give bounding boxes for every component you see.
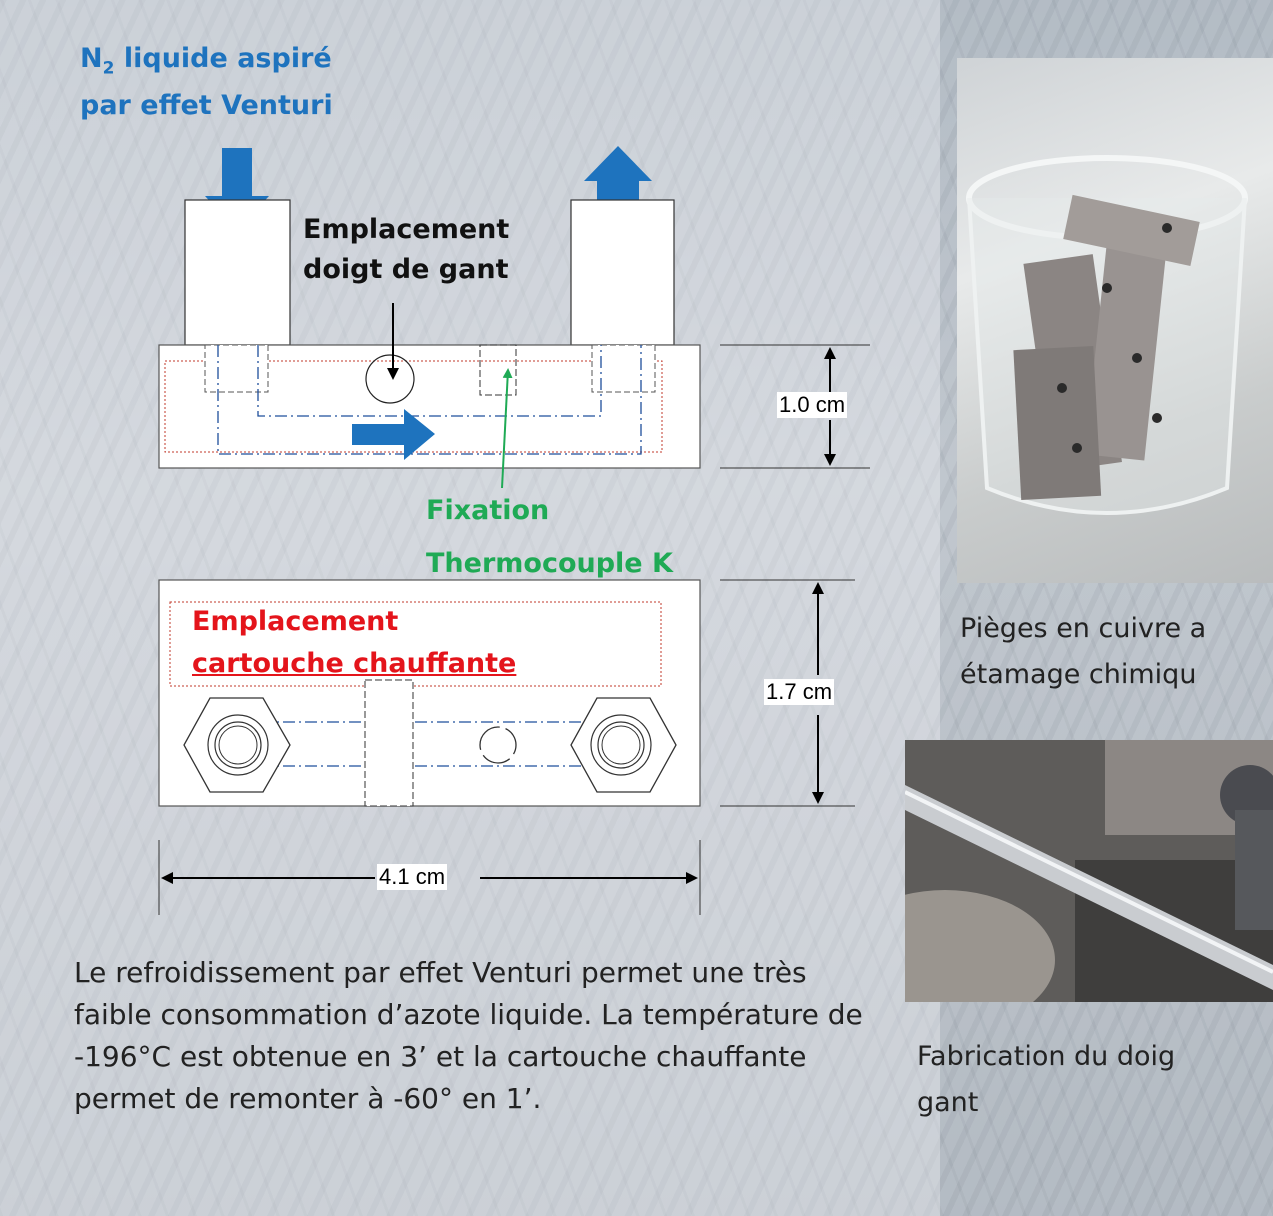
caption-thermowell-fabrication: Fabrication du doig gant [917,1041,1176,1118]
flow-arrow [352,409,435,460]
photo-thermowell-fabrication [905,740,1273,1002]
label-thermocouple-fixing: Fixation Thermocouple K [426,495,673,579]
photo-copper-traps [957,58,1273,583]
dimension-height-top: 1.0 cm [777,392,848,418]
channel-path [217,345,642,455]
hex-nut-right [570,697,677,793]
title-venturi: N2 liquide aspiré par effet Venturi [80,43,333,122]
heater-outline-bottom [169,601,662,687]
label-thermowell-location: Emplacement doigt de gant [303,214,510,285]
description-paragraph: Le refroidissement par effet Venturi per… [74,956,863,1115]
hex-nut-left [183,697,291,793]
inlet-fitting [184,199,291,346]
dimension-width: 4.1 cm [377,864,448,890]
dimension-height-bottom: 1.7 cm [764,679,835,705]
label-heater-cartridge: Emplacement cartouche chauffante [192,606,517,679]
caption-copper-traps: Pièges en cuivre a étamage chimiqu [960,613,1207,690]
outlet-fitting [570,199,675,346]
outlet-arrow [584,146,652,200]
thermowell-hole [365,354,415,404]
thermowell-slot [364,679,414,807]
